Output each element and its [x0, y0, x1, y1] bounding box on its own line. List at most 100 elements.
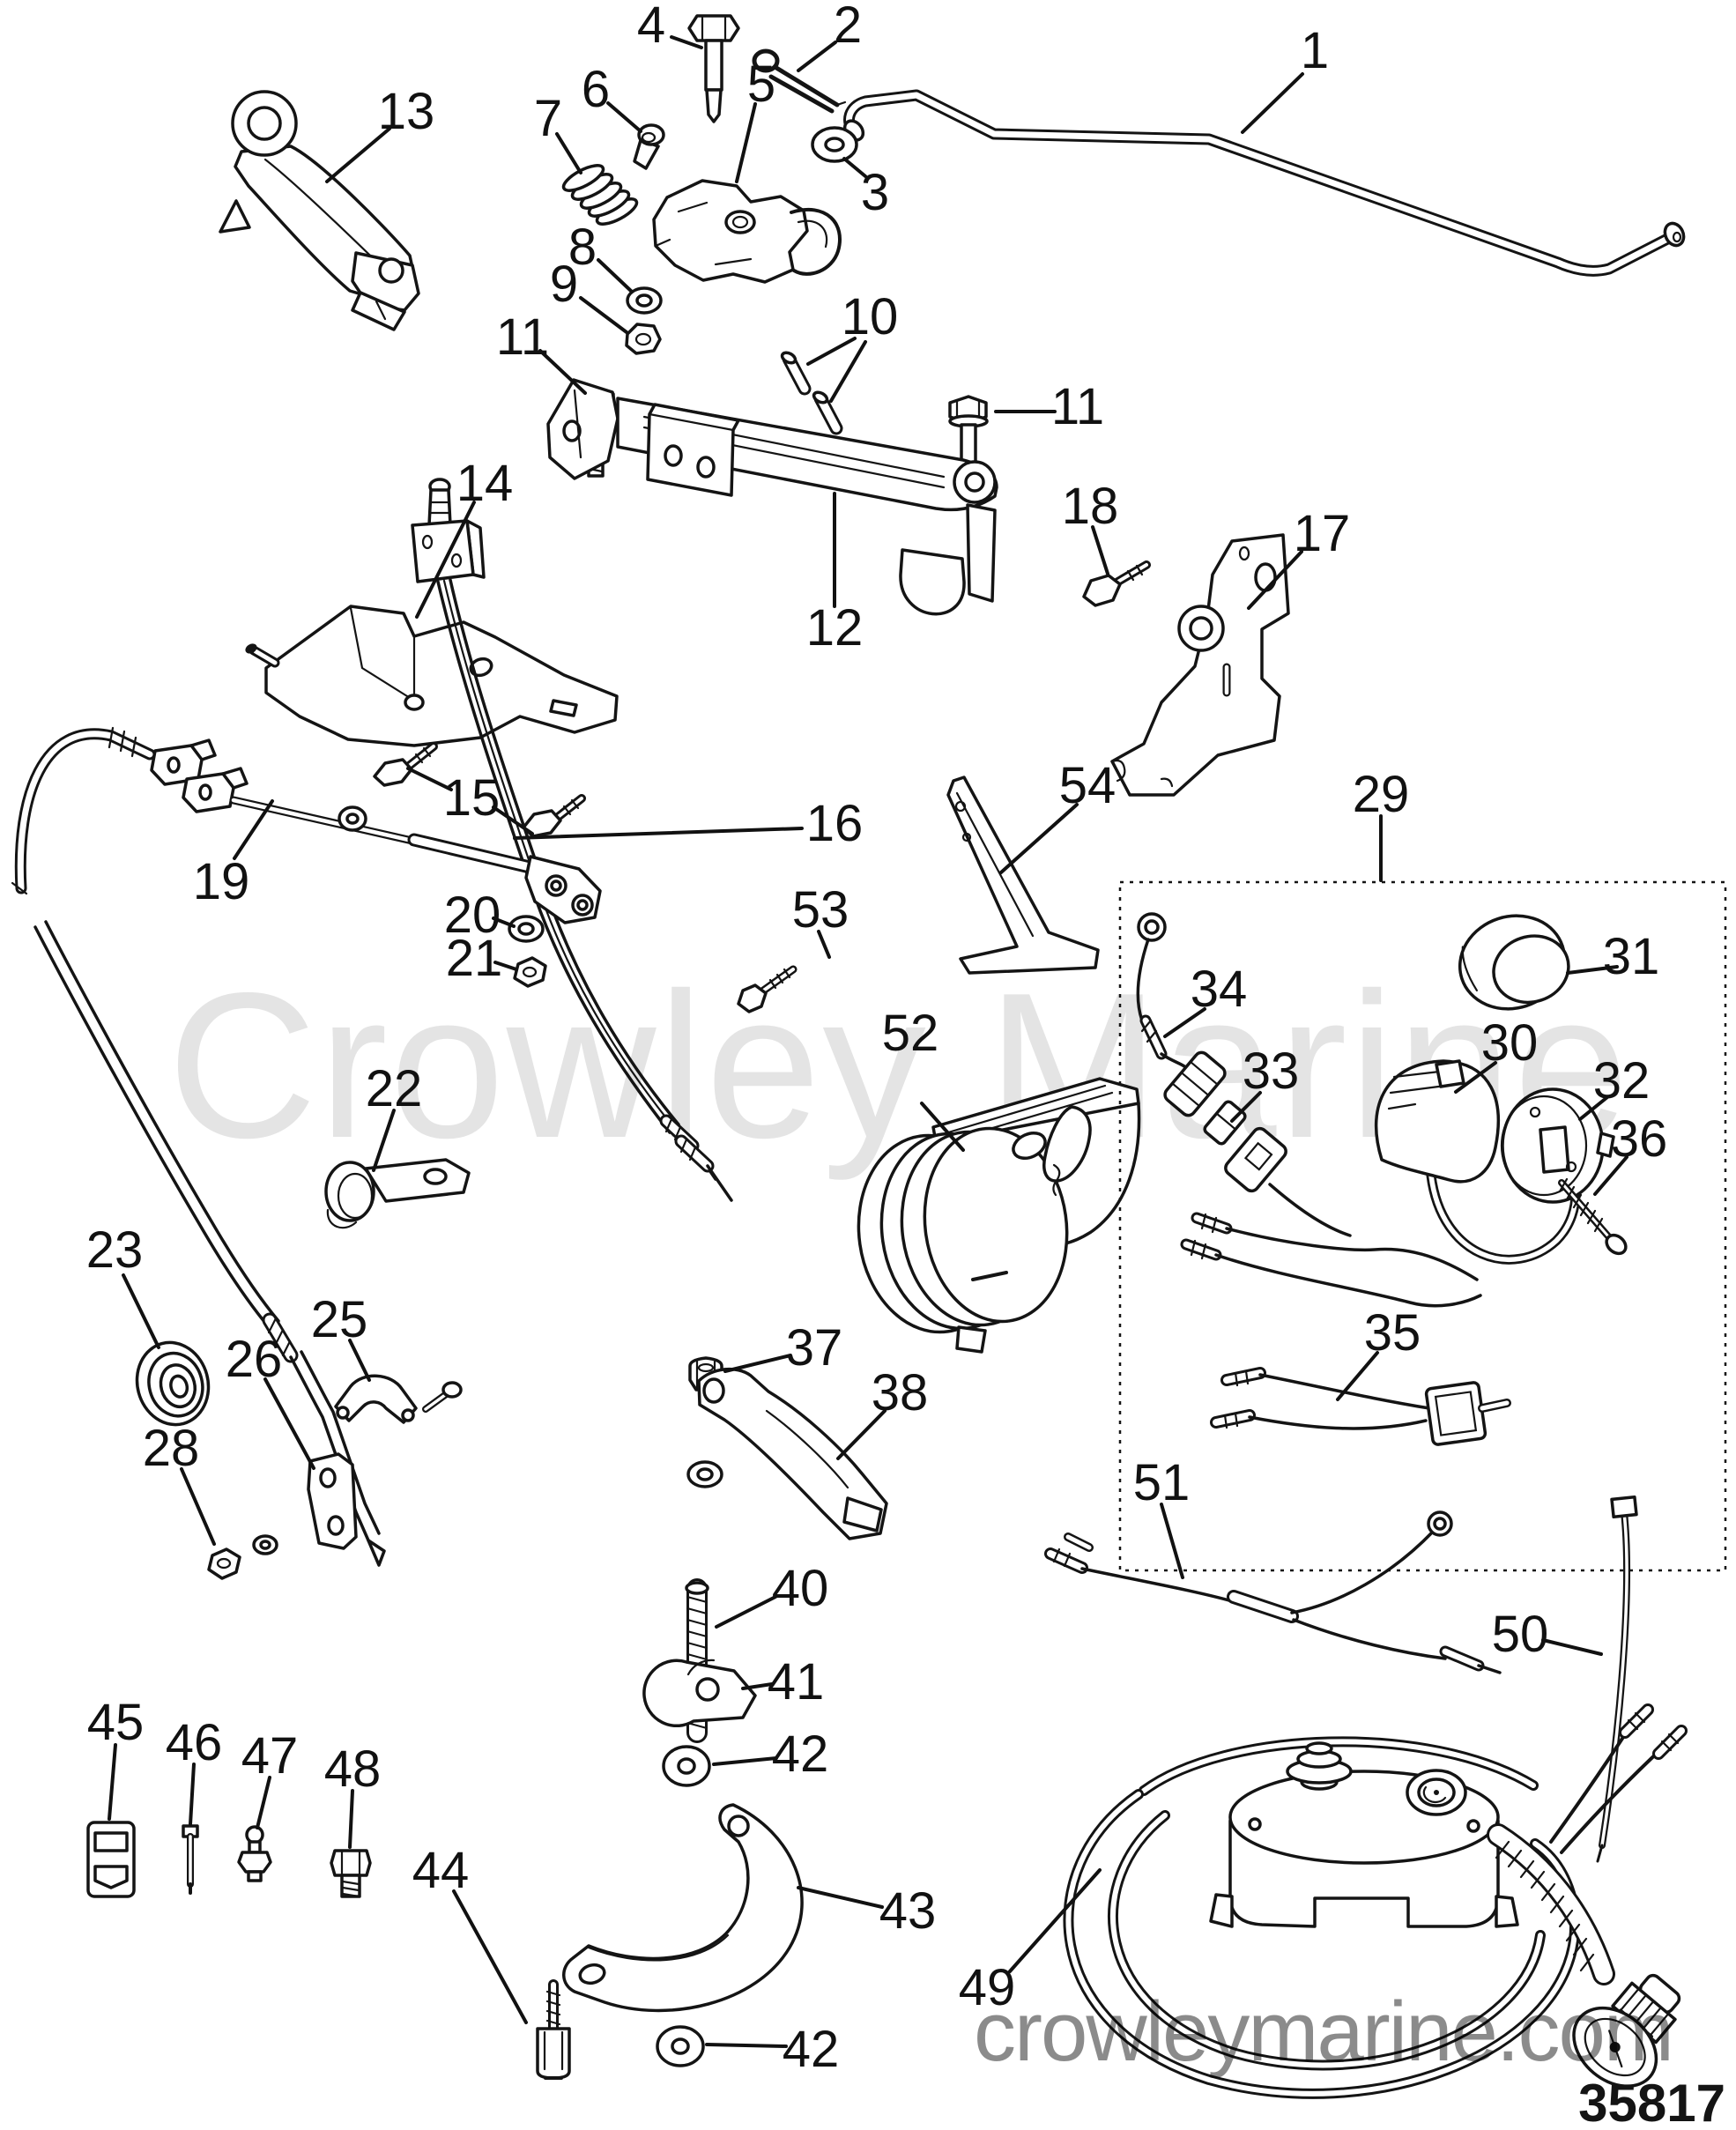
callout-6-5: 6	[582, 61, 610, 118]
callout-leader-52	[920, 1102, 965, 1152]
callout-leader-45	[108, 1743, 117, 1821]
callout-leader-18	[1091, 525, 1109, 575]
part-2-cotter-pin	[752, 48, 847, 114]
callout-51-49: 51	[1133, 1454, 1191, 1511]
part-23-grommet	[135, 1340, 211, 1427]
callout-leader-15	[492, 805, 534, 835]
callout-leader-31	[1566, 965, 1619, 975]
part-18-bolt	[1082, 560, 1151, 607]
callout-leader-26	[263, 1377, 315, 1470]
part-12-anchor-bracket	[546, 378, 998, 616]
callout-1-0: 1	[1301, 22, 1329, 79]
callout-leader-47	[256, 1776, 271, 1829]
callout-leader-21	[493, 961, 518, 971]
part-20-washer	[508, 915, 545, 943]
drawing-number: 35817	[1578, 2074, 1725, 2130]
callout-45-43: 45	[87, 1694, 145, 1751]
callout-41-38: 41	[768, 1653, 825, 1711]
callout-54-52: 54	[1059, 757, 1117, 814]
part-17-shift-bracket	[1110, 533, 1290, 797]
callout-leader-54	[999, 803, 1079, 874]
callout-leader-25	[348, 1339, 371, 1382]
callout-leader-28	[180, 1467, 216, 1546]
callout-leader-10	[829, 340, 867, 403]
callout-49-47: 49	[959, 1959, 1016, 2016]
throttle-cable	[33, 920, 386, 1567]
part-22-p-clamp	[324, 1158, 471, 1229]
callout-leader-30	[1454, 1061, 1497, 1094]
callout-43-41: 43	[879, 1882, 937, 1940]
callout-leader-16	[513, 827, 804, 840]
callout-9-8: 9	[550, 256, 578, 313]
callout-leader-10	[806, 337, 857, 366]
callout-leader-44	[452, 1889, 528, 2024]
callout-leader-37	[723, 1354, 792, 1373]
callout-12-12: 12	[806, 599, 864, 657]
part-45-buckle	[86, 1821, 136, 1898]
callout-34-32: 34	[1191, 961, 1248, 1018]
callout-19-19: 19	[193, 853, 250, 910]
part-14-bracket-plate	[245, 605, 619, 747]
part-34-ground-wire	[1136, 912, 1186, 1068]
callout-21-21: 21	[446, 930, 503, 987]
callout-11-11: 11	[1051, 378, 1104, 435]
part-28-nut-washer	[207, 1534, 278, 1580]
part-52-cam-housing	[857, 1077, 1141, 1354]
diagram-artwork	[11, 14, 1727, 2099]
callout-13-13: 13	[378, 83, 435, 140]
callout-47-45: 47	[241, 1727, 299, 1785]
part-9-locknut	[625, 323, 662, 355]
callout-leader-5	[735, 102, 757, 183]
callout-22-22: 22	[366, 1060, 423, 1117]
callout-leader-34	[1163, 1007, 1206, 1038]
callout-15-15: 15	[443, 769, 501, 827]
callout-leader-11	[538, 349, 587, 395]
part-7-spring	[561, 164, 639, 226]
callout-leader-3	[842, 157, 867, 178]
callout-38-36: 38	[872, 1364, 929, 1421]
washer-under-lever	[686, 1460, 723, 1488]
part-19-shift-rod	[11, 726, 602, 924]
callout-53-51: 53	[792, 881, 849, 939]
callout-leader-48	[348, 1789, 354, 1849]
callout-36-34: 36	[1611, 1110, 1668, 1168]
callout-leader-14	[415, 501, 476, 619]
callout-leader-36	[1593, 1155, 1628, 1196]
callout-leader-9	[579, 296, 628, 334]
callout-48-46: 48	[324, 1740, 382, 1798]
callout-leader-40	[715, 1595, 777, 1629]
part-31-retainer-ring	[1458, 914, 1570, 1011]
part-6-pin	[633, 123, 665, 170]
callout-leader-41	[741, 1682, 774, 1690]
callout-25-24: 25	[311, 1291, 368, 1348]
callout-leader-53	[817, 930, 831, 959]
callout-leader-32	[1578, 1095, 1609, 1121]
callout-leader-38	[836, 1409, 887, 1460]
callout-40-37: 40	[772, 1560, 829, 1617]
callout-leader-46	[189, 1763, 196, 1826]
part-48-plug	[330, 1849, 372, 1898]
callout-leader-49	[1008, 1868, 1102, 1973]
callout-leader-33	[1230, 1091, 1262, 1123]
callout-leader-50	[1541, 1638, 1603, 1656]
part-1-link-rod	[842, 89, 1686, 277]
callout-50-48: 50	[1492, 1606, 1549, 1663]
part-49-harness	[1063, 1703, 1688, 2099]
callout-leader-1	[1241, 72, 1304, 134]
callout-23-23: 23	[86, 1221, 144, 1279]
callout-leader-35	[1336, 1351, 1379, 1401]
callout-leader-4	[670, 35, 703, 49]
part-10-pins	[780, 351, 843, 435]
callout-leader-2	[797, 41, 837, 72]
callout-leader-43	[797, 1886, 884, 1909]
callout-42-39: 42	[772, 1726, 829, 1783]
part-4-shoulder-bolt	[687, 14, 740, 123]
callout-18-18: 18	[1062, 478, 1119, 535]
part-3-washer	[811, 126, 858, 163]
callout-leader-8	[597, 258, 634, 293]
callout-5-4: 5	[747, 56, 775, 113]
callout-leader-42	[712, 1756, 778, 1766]
